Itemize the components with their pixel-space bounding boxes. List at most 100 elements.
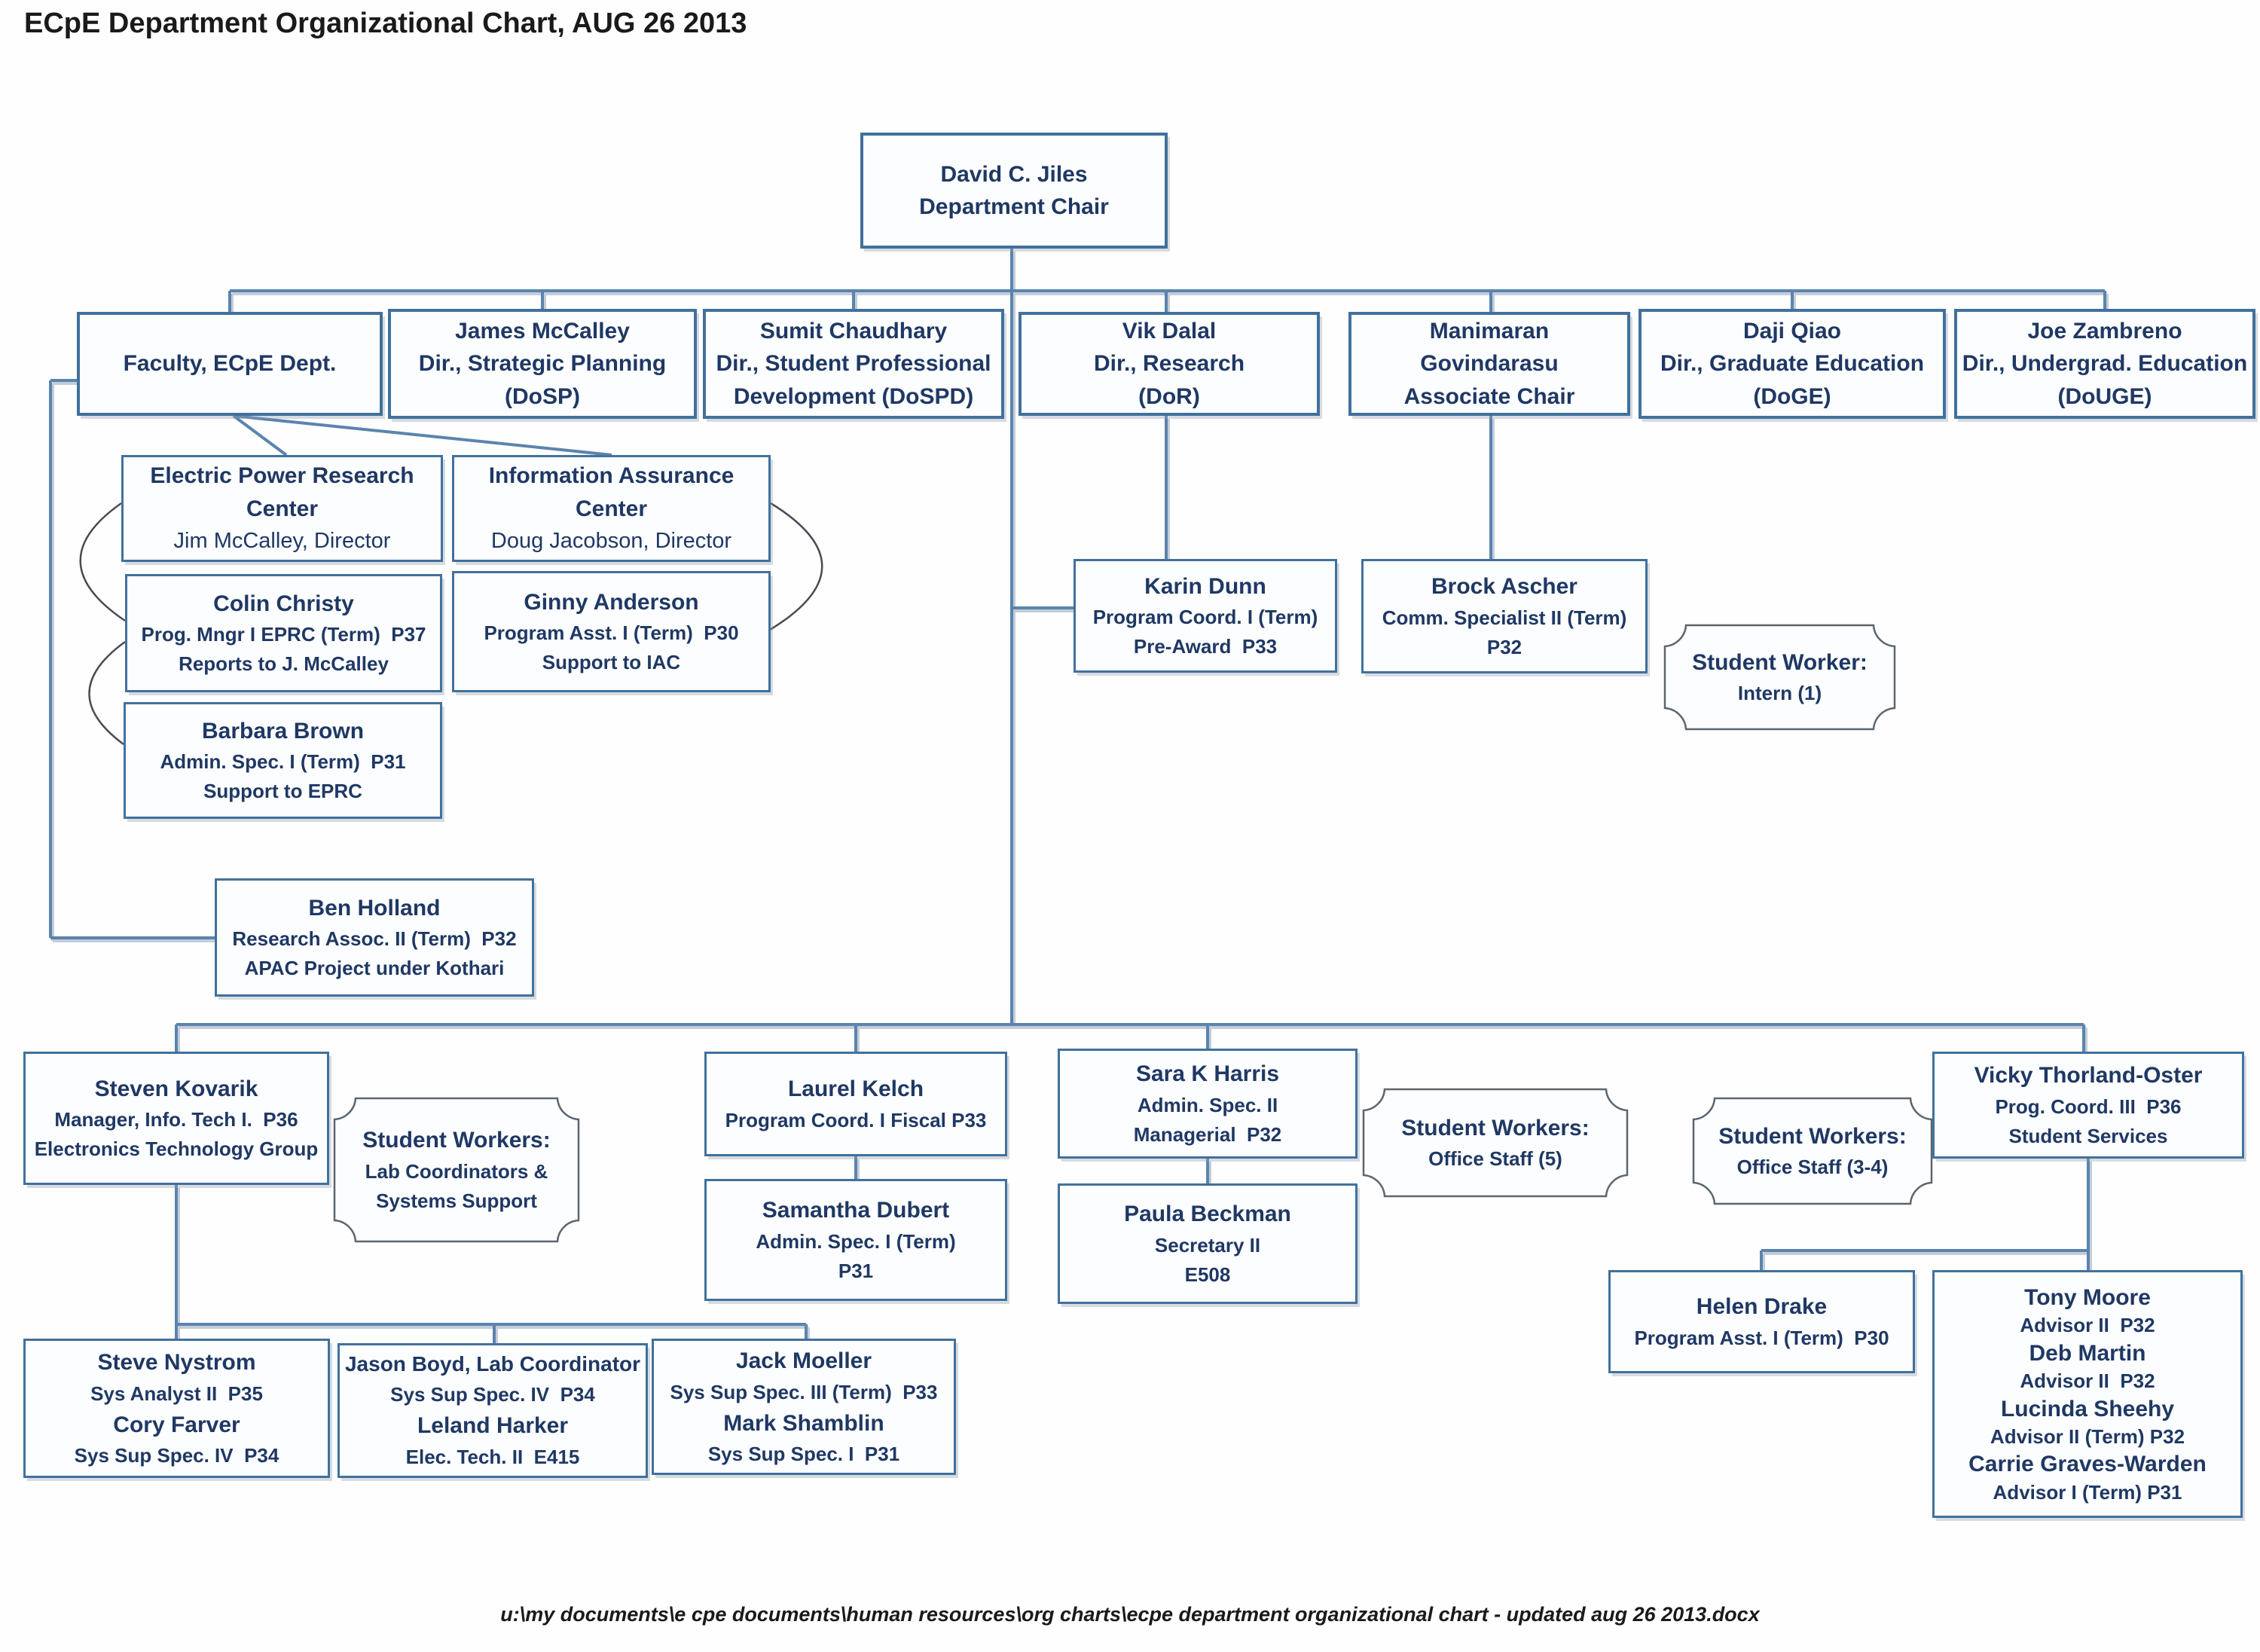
text-line: Sara K Harris (1135, 1061, 1280, 1087)
text-line: Secretary II (1154, 1233, 1261, 1257)
page-title: ECpE Department Organizational Chart, AU… (24, 8, 747, 39)
text-line: Cory Farver (113, 1412, 240, 1437)
text-line: Laurel Kelch (787, 1076, 924, 1102)
text-line: Student Workers: (362, 1128, 551, 1153)
text-line: Colin Christy (213, 591, 354, 616)
text-line: (DoGE) (1753, 383, 1831, 409)
text-line: Advisor II P32 (2020, 1313, 2155, 1336)
plaque-border (1692, 1097, 1933, 1205)
text-line: Daji Qiao (1742, 318, 1842, 344)
plaque-border (1663, 624, 1896, 731)
text-line: Dir., Undergrad. Education (1962, 351, 2248, 377)
text-line: Sys Sup Spec. III (Term) P33 (670, 1380, 938, 1403)
text-line: Center (246, 496, 319, 521)
text-line: Student Workers: (1718, 1123, 1907, 1149)
plaque-student-workers-office-3-4: Student Workers: Office Staff (3-4) (1692, 1097, 1933, 1205)
text-line: Steven Kovarik (94, 1076, 258, 1101)
text-line: Program Asst. I (Term) P30 (1634, 1326, 1889, 1349)
text-line: Student Workers: (1401, 1115, 1590, 1141)
text-line: Information Assurance (488, 463, 734, 489)
text-line: Student Services (2008, 1124, 2168, 1147)
text-line: Manimaran (1429, 318, 1550, 344)
text-line: Systems Support (376, 1189, 537, 1212)
brace-arc-right (769, 502, 823, 631)
text-line: Dir., Graduate Education (1660, 351, 1925, 377)
text-line: David C. Jiles (940, 161, 1088, 187)
text-line: Manager, Info. Tech I. P36 (54, 1108, 298, 1131)
text-line: Advisor I (Term) P31 (1993, 1480, 2182, 1504)
text-line: Brock Ascher (1431, 574, 1577, 600)
text-line: Prog. Coord. III P36 (1995, 1095, 2182, 1118)
brace-arc-left-lower (88, 640, 126, 746)
text-line: Doug Jacobson, Director (490, 529, 732, 554)
text-line: Joe Zambreno (2027, 318, 2182, 344)
brace-arc-left-upper (79, 502, 126, 622)
text-line: Mark Shamblin (723, 1410, 884, 1436)
text-line: Program Asst. I (Term) P30 (484, 621, 739, 645)
text-line: Steve Nystrom (97, 1350, 256, 1375)
text-line: P31 (838, 1259, 874, 1282)
text-line: APAC Project under Kothari (244, 957, 505, 980)
text-line: E508 (1184, 1263, 1231, 1286)
text-line: Ben Holland (308, 895, 441, 921)
text-line: (DoUGE) (2057, 383, 2152, 409)
plaque-border (333, 1097, 580, 1243)
text-line: Barbara Brown (201, 718, 365, 744)
text-line: Sys Analyst II P35 (90, 1382, 263, 1405)
plaque-student-workers-lab: Student Workers: Lab Coordinators & System… (333, 1097, 580, 1243)
text-line: Ginny Anderson (524, 589, 699, 615)
text-line: Carrie Graves-Warden (1968, 1452, 2207, 1477)
text-line: Department Chair (919, 194, 1109, 219)
text-line: Karin Dunn (1144, 573, 1266, 599)
text-line: Pre-Award P33 (1133, 635, 1278, 658)
text-line: Admin. Spec. I (Term) (756, 1229, 956, 1253)
text-line: Vicky Thorland-Oster (1974, 1063, 2203, 1089)
text-line: (DoSP) (505, 383, 580, 409)
text-line: Jim McCalley, Director (173, 529, 391, 554)
text-line: Admin. Spec. II (1137, 1093, 1278, 1116)
text-line: Lab Coordinators & (365, 1159, 548, 1183)
text-line: Dir., Research (1093, 351, 1245, 377)
text-line: Support to EPRC (203, 780, 362, 803)
text-line: Managerial P32 (1133, 1122, 1282, 1146)
text-line: Support to IAC (542, 651, 681, 674)
text-line: Sumit Chaudhary (759, 318, 948, 344)
text-line: Prog. Mngr I EPRC (Term) P37 (141, 623, 426, 646)
text-line: Sys Sup Spec. IV P34 (390, 1383, 595, 1406)
text-line: Electric Power Research (150, 463, 414, 489)
text-line: Helen Drake (1696, 1294, 1828, 1320)
text-line: Vik Dalal (1122, 318, 1217, 344)
text-line: Student Worker: (1692, 649, 1868, 675)
text-line: Admin. Spec. I (Term) P31 (160, 750, 406, 774)
text-line: Program Coord. I (Term) (1092, 606, 1318, 629)
text-line: Office Staff (5) (1428, 1147, 1562, 1171)
plaque-border (1362, 1088, 1629, 1198)
box-faculty: Faculty, ECpE Dept. (77, 312, 383, 416)
text-line: Deb Martin (2029, 1340, 2146, 1366)
text-line: Office Staff (3-4) (1736, 1156, 1889, 1179)
text-line: Intern (1) (1737, 682, 1822, 705)
text-line: Program Coord. I Fiscal P33 (725, 1108, 987, 1131)
text-line: Reports to J. McCalley (179, 652, 389, 676)
